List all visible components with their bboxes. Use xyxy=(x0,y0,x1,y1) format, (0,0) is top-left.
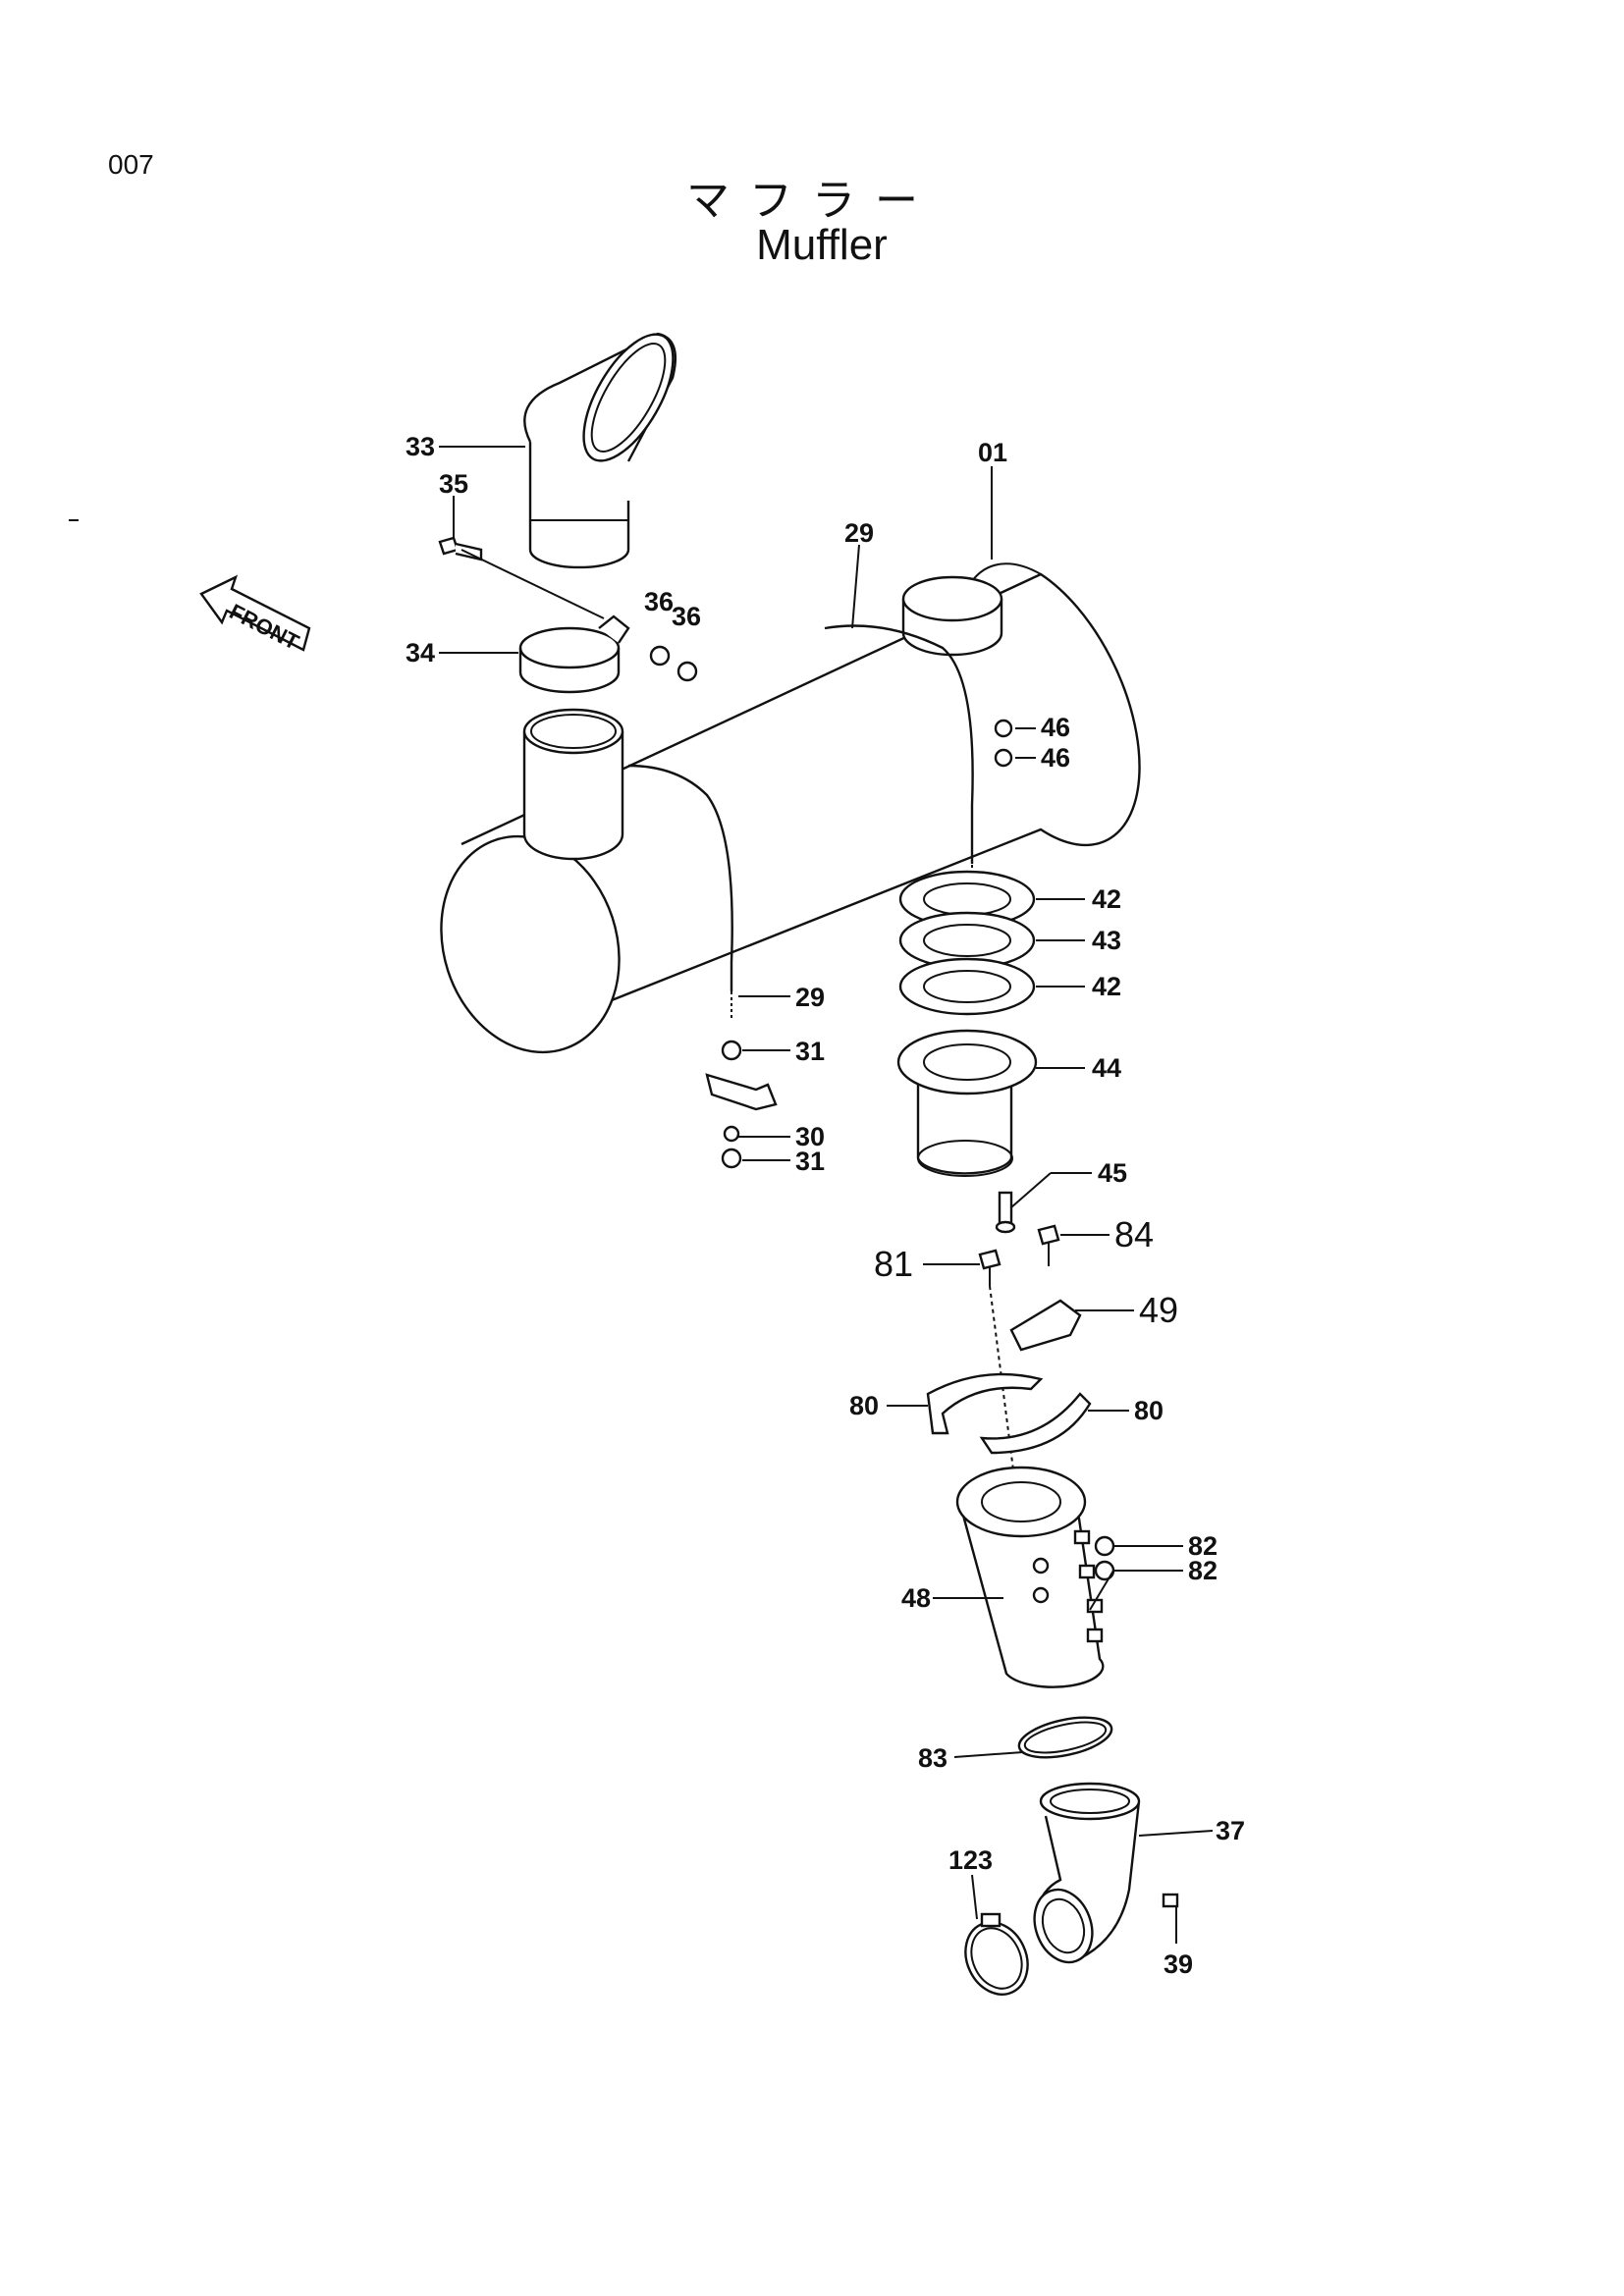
page-number: 007 xyxy=(108,149,154,180)
callout-84: 84 xyxy=(1114,1214,1154,1255)
callout-29-bottom: 29 xyxy=(795,983,825,1012)
callout-39: 39 xyxy=(1164,1949,1193,1979)
leader-lines xyxy=(439,446,1214,1944)
bracket-30-31 xyxy=(705,1040,778,1169)
callout-48: 48 xyxy=(901,1583,931,1613)
front-arrow-icon: FRONT xyxy=(199,574,311,655)
muffler-body xyxy=(440,562,1141,1054)
callout-80-left: 80 xyxy=(849,1391,879,1420)
callout-36a: 36 xyxy=(644,587,674,616)
title-english: Muffler xyxy=(756,221,888,269)
elbow-37 xyxy=(1033,1782,1141,1964)
muffler-outlet-pipe xyxy=(522,708,624,861)
u-bolt-band-right xyxy=(824,624,974,864)
callout-34: 34 xyxy=(406,638,435,667)
callouts: 01 29 29 30 31 31 33 34 35 36 36 37 39 4… xyxy=(406,432,1245,1979)
callout-83: 83 xyxy=(918,1743,947,1773)
nut-36a xyxy=(649,645,671,667)
plug-39 xyxy=(1162,1893,1179,1908)
nut-46b xyxy=(994,748,1013,768)
callout-33: 33 xyxy=(406,432,435,461)
flange-pipe-44 xyxy=(896,1029,1038,1177)
callout-46-top: 46 xyxy=(1041,713,1070,742)
callout-49: 49 xyxy=(1139,1290,1178,1330)
callout-45: 45 xyxy=(1098,1158,1127,1188)
callout-82-top: 82 xyxy=(1188,1531,1218,1561)
gasket-42b xyxy=(898,957,1036,1016)
half-ring-80a xyxy=(926,1372,1044,1435)
title-japanese: マフラー xyxy=(686,176,938,226)
callout-81: 81 xyxy=(874,1244,913,1284)
callout-123: 123 xyxy=(948,1845,993,1875)
callout-44: 44 xyxy=(1092,1053,1121,1083)
callout-31-top: 31 xyxy=(795,1037,825,1066)
callout-36b: 36 xyxy=(672,602,701,631)
plate-49 xyxy=(1009,1299,1082,1352)
hose-clamp-123 xyxy=(964,1912,1029,1996)
nut-46a xyxy=(994,719,1013,738)
callout-35: 35 xyxy=(439,469,468,499)
callout-01: 01 xyxy=(978,438,1007,467)
callout-30: 30 xyxy=(795,1122,825,1151)
callout-37: 37 xyxy=(1216,1816,1245,1845)
callout-46-bottom: 46 xyxy=(1041,743,1070,773)
callout-43: 43 xyxy=(1092,926,1121,955)
callout-80-right: 80 xyxy=(1134,1396,1164,1425)
callout-82-bottom: 82 xyxy=(1188,1556,1218,1585)
callout-31-bottom: 31 xyxy=(795,1147,825,1176)
rain-cap xyxy=(523,332,677,569)
muffler-top-port xyxy=(901,575,1003,657)
u-bolt-band-left xyxy=(627,764,733,991)
callout-42-top: 42 xyxy=(1092,884,1121,914)
half-ring-80b xyxy=(979,1392,1092,1455)
callout-42-bottom: 42 xyxy=(1092,972,1121,1001)
callout-29-top: 29 xyxy=(844,518,874,548)
snap-ring-83 xyxy=(1017,1716,1113,1759)
exhaust-clamp xyxy=(518,614,630,694)
bolt-35 xyxy=(438,536,605,619)
tail-pipe-48 xyxy=(955,1466,1105,1688)
bolt-45 xyxy=(995,1191,1016,1234)
gasket-43 xyxy=(898,911,1036,970)
bolt-84 xyxy=(1037,1224,1060,1266)
nut-36b xyxy=(677,661,698,682)
